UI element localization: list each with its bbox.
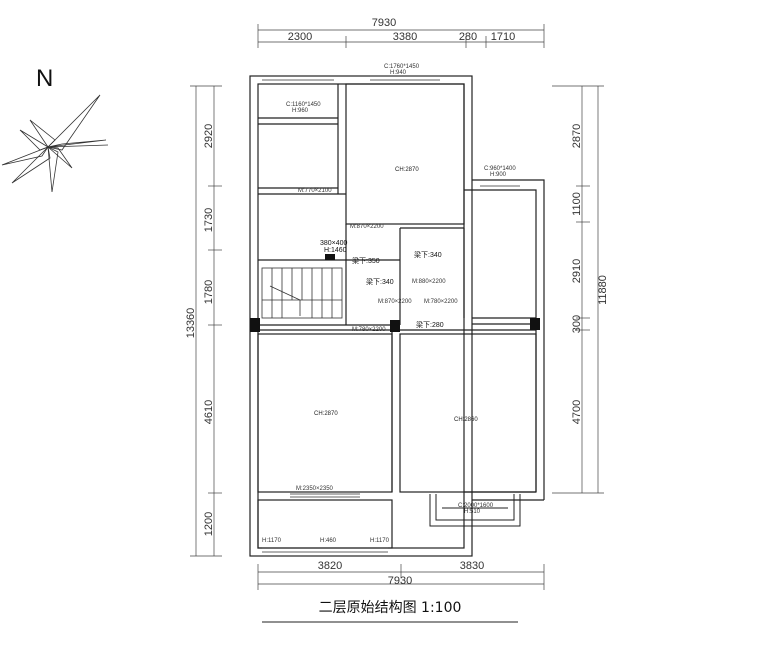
room-lower-left-height: CH:2870 [314, 411, 338, 417]
beam-label-4: 梁下:280 [416, 320, 444, 329]
window-bay-label: C:2000*1600 [458, 503, 494, 509]
dim-right-seg-1: 2870 [571, 124, 583, 148]
dim-bottom-total: 7930 [388, 575, 412, 587]
window-left-upper-label: C:1160*1450 [286, 102, 321, 108]
dim-top-total: 7930 [372, 17, 396, 29]
walls [249, 75, 545, 557]
door-label-3: M:880×2200 [412, 279, 446, 285]
window-bottom-mid-h: H:460 [320, 538, 337, 544]
compass-icon [1, 94, 109, 193]
dimension-lines [190, 24, 604, 590]
door-label-2: M:870×2200 [350, 224, 384, 230]
dim-bottom-seg-2: 3830 [460, 560, 484, 572]
dim-top-seg-2: 3380 [393, 31, 417, 43]
beam-label-1: 梁下:350 [352, 256, 380, 265]
dim-top-seg-3: 280 [459, 31, 477, 43]
dim-left-seg-2: 1730 [203, 208, 215, 232]
dim-bottom-seg-1: 3820 [318, 560, 342, 572]
beam-label-2: 梁下:340 [414, 250, 442, 259]
dim-right-seg-5: 4700 [571, 400, 583, 424]
window-bottom-right-h: H:1170 [370, 538, 390, 544]
window-bottom-left-h: H:1170 [262, 538, 282, 544]
dim-right-seg-3: 2910 [571, 259, 583, 283]
drawing-title: 二层原始结构图 1:100 [319, 600, 462, 616]
dim-left-seg-4: 4610 [203, 400, 215, 424]
dim-left-seg-1: 2920 [203, 124, 215, 148]
dim-right-seg-2: 1100 [571, 192, 583, 216]
door-label-5: M:780×2200 [424, 299, 458, 305]
columns [250, 254, 540, 332]
window-right-upper-h: H:900 [490, 172, 507, 178]
dim-left-seg-3: 1780 [203, 280, 215, 304]
staircase [261, 267, 343, 319]
dim-top-seg-4: 1710 [491, 31, 515, 43]
window-bay-h: H:510 [464, 509, 481, 515]
door-label-4: M:870×2200 [378, 299, 412, 305]
window-right-upper-label: C:960*1400 [484, 166, 516, 172]
door-label-6: M:780×2200 [352, 327, 386, 333]
window-left-upper-h: H:960 [292, 108, 309, 114]
window-top-center-h: H:940 [390, 70, 407, 76]
north-label: N [36, 65, 53, 92]
opening-size: 380×400 [320, 240, 348, 247]
window-strips [262, 75, 520, 553]
room-upper-center-height: CH:2870 [395, 167, 419, 173]
dim-right-seg-4: 300 [571, 315, 583, 333]
opening-h: H:1460 [324, 247, 347, 254]
bay-window [429, 494, 521, 527]
door-label-7: M:2350×2350 [296, 486, 334, 492]
dim-left-total: 13360 [185, 308, 197, 339]
dim-top-seg-1: 2300 [288, 31, 312, 43]
dim-right-total: 11880 [597, 275, 609, 305]
beam-label-3: 梁下:340 [366, 277, 394, 286]
dim-left-seg-5: 1200 [203, 512, 215, 536]
door-label-1: M:770×2100 [298, 188, 332, 194]
window-top-center-label: C:1760*1450 [384, 64, 420, 70]
room-lower-right-height: CH:2860 [454, 417, 478, 423]
